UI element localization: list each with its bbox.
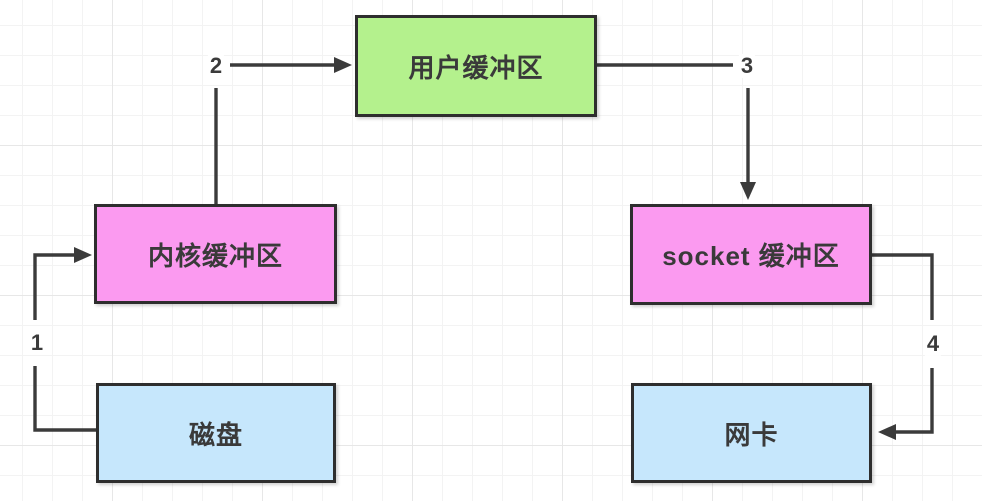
edge-4-segment-upper[interactable] bbox=[872, 253, 934, 320]
edge-2-connector[interactable] bbox=[214, 57, 352, 204]
edge-4-segment-lower[interactable] bbox=[896, 368, 934, 434]
edge-1-connector[interactable] bbox=[33, 247, 96, 432]
edge-3-label[interactable]: 3 bbox=[738, 52, 756, 79]
edge-1-label[interactable]: 1 bbox=[28, 329, 46, 356]
edge-1-arrowhead-icon bbox=[74, 247, 92, 263]
node-user-buffer[interactable]: 用户缓冲区 bbox=[355, 15, 597, 117]
edge-1-segment-upper[interactable] bbox=[33, 253, 74, 320]
node-nic-label: 网卡 bbox=[724, 419, 779, 450]
node-nic[interactable]: 网卡 bbox=[631, 383, 872, 483]
node-socket-buffer-label: socket 缓冲区 bbox=[662, 241, 840, 271]
edge-3-arrowhead-icon bbox=[740, 182, 756, 200]
edge-4-arrowhead-icon bbox=[878, 424, 896, 440]
node-kernel-buffer-label: 内核缓冲区 bbox=[147, 240, 283, 271]
edge-1-segment-lower[interactable] bbox=[33, 366, 96, 432]
edge-2-label[interactable]: 2 bbox=[207, 52, 225, 79]
edge-4-label[interactable]: 4 bbox=[924, 330, 942, 357]
node-disk[interactable]: 磁盘 bbox=[96, 383, 336, 483]
node-disk-label: 磁盘 bbox=[188, 419, 243, 450]
node-socket-buffer[interactable]: socket 缓冲区 bbox=[630, 204, 872, 305]
edge-3-connector[interactable] bbox=[597, 63, 756, 200]
node-kernel-buffer[interactable]: 内核缓冲区 bbox=[94, 204, 337, 304]
edge-4-connector[interactable] bbox=[872, 253, 934, 440]
edge-2-arrowhead-icon bbox=[334, 57, 352, 73]
node-user-buffer-label: 用户缓冲区 bbox=[408, 52, 544, 83]
